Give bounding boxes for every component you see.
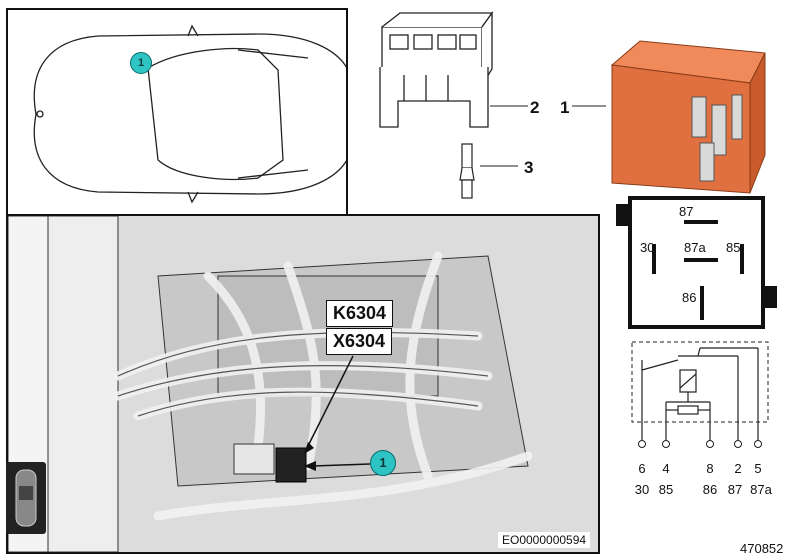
component-code-K6304: K6304 (326, 300, 394, 327)
installation-photo-panel (6, 214, 600, 554)
schematic-pin-number: 5 (754, 461, 762, 476)
pin-87-bar (684, 220, 718, 224)
pin-86-label: 86 (682, 290, 697, 305)
schematic-pin-number: 8 (706, 461, 714, 476)
schematic-pin-number: 4 (662, 461, 670, 476)
pin-30-label: 30 (640, 240, 655, 255)
schematic-pin-number: 6 (638, 461, 646, 476)
schematic-terminal-label: 87a (750, 482, 772, 497)
pin-85-bar (740, 244, 744, 274)
callout-2: 2 (530, 98, 540, 117)
schematic-pin-number: 2 (734, 461, 742, 476)
vehicle-outline-drawing (33, 24, 349, 204)
pin-87-label: 87 (679, 204, 694, 219)
photo-location-badge: 1 (370, 450, 396, 476)
callout-1: 1 (560, 98, 570, 117)
leader-line-1 (572, 105, 606, 107)
engine-bay-drawing (8, 216, 598, 552)
relay-socket-drawing (379, 10, 494, 128)
pin-30-bar (652, 244, 656, 274)
relay-circuit-schematic (631, 341, 769, 448)
vehicle-thumbnail-icon (6, 462, 46, 534)
location-badge: 1 (130, 52, 152, 74)
diagram-number: 470852 (740, 541, 784, 556)
terminal-pin-drawing (459, 143, 475, 199)
connector-code-X6304: X6304 (326, 328, 393, 355)
vehicle-location-panel: 1 (6, 8, 349, 220)
pin-87a-bar (684, 258, 718, 262)
leader-line-3 (480, 165, 518, 167)
document-id: EO0000000594 (498, 532, 591, 548)
schematic-terminal-label: 30 (634, 482, 650, 497)
relay-pin-layout: 87 30 87a 85 86 (628, 196, 765, 329)
schematic-terminal-label: 85 (658, 482, 674, 497)
pin-layout-tab-left (616, 204, 628, 226)
relay-photo (610, 40, 766, 194)
pin-layout-tab-right (765, 286, 777, 308)
leader-line-2 (490, 105, 528, 107)
pin-87a-label: 87a (684, 240, 706, 255)
schematic-terminal-label: 87 (727, 482, 743, 497)
pin-85-label: 85 (726, 240, 741, 255)
pin-86-bar (700, 286, 704, 320)
schematic-terminal-label: 86 (702, 482, 718, 497)
callout-3: 3 (524, 158, 534, 177)
